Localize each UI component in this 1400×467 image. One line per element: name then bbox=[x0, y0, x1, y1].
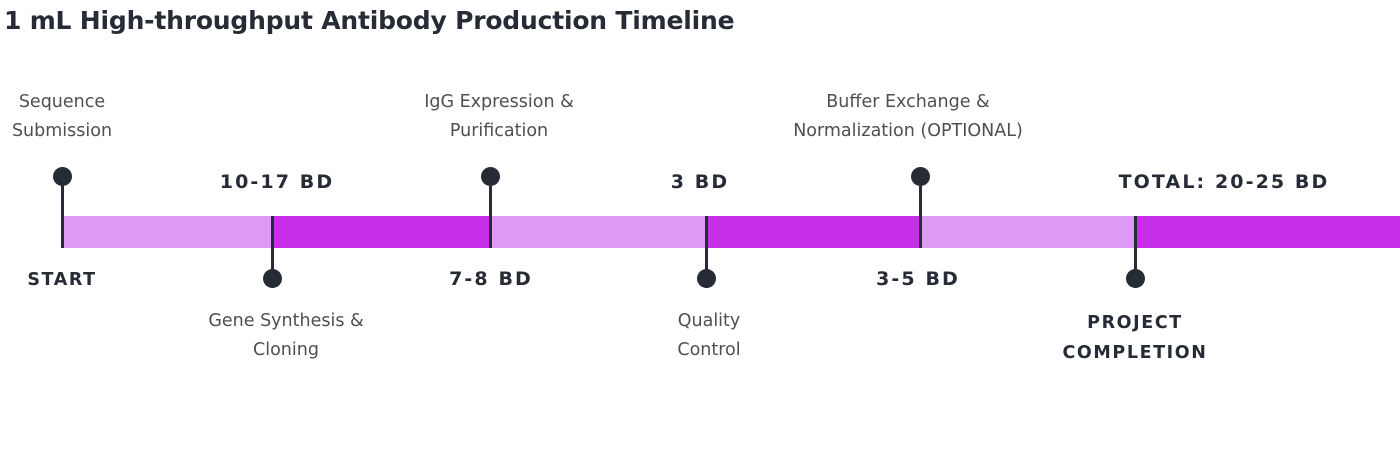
milestone-label-igg-expression: IgG Expression & Purification bbox=[424, 88, 574, 146]
milestone-label-buffer-exchange: Buffer Exchange & Normalization (OPTIONA… bbox=[793, 88, 1023, 146]
milestone-label-line1: PROJECT bbox=[1087, 313, 1183, 333]
milestone-label-line2: Control bbox=[677, 340, 741, 360]
milestone-dot-gene-synthesis[interactable] bbox=[263, 269, 282, 288]
milestone-label-line1: Gene Synthesis & bbox=[208, 311, 364, 331]
milestone-stem-buffer-exchange bbox=[919, 176, 922, 248]
milestone-dot-quality-control[interactable] bbox=[697, 269, 716, 288]
milestone-label-sequence-submission: Sequence Submission bbox=[12, 88, 112, 146]
milestone-label-line2: Cloning bbox=[253, 340, 319, 360]
milestone-stem-igg-expression bbox=[489, 176, 492, 248]
milestone-label-line2: COMPLETION bbox=[1062, 343, 1208, 363]
bar-segment-4 bbox=[706, 216, 920, 248]
milestone-label-line2: Submission bbox=[11, 121, 113, 141]
milestone-label-line1: Sequence bbox=[18, 92, 106, 112]
page-title: 1 mL High-throughput Antibody Production… bbox=[4, 6, 735, 35]
milestone-label-start: START bbox=[27, 265, 96, 295]
milestone-stem-project-completion bbox=[1134, 216, 1137, 288]
bar-segment-1 bbox=[62, 216, 272, 248]
milestone-label-line2: Normalization (OPTIONAL) bbox=[793, 121, 1023, 141]
milestone-label-project-completion: PROJECT COMPLETION bbox=[1062, 308, 1207, 368]
timeline-bar bbox=[62, 216, 1400, 248]
bar-segment-2 bbox=[272, 216, 490, 248]
duration-label-1: 10-17 BD bbox=[219, 171, 335, 193]
milestone-dot-project-completion[interactable] bbox=[1126, 269, 1145, 288]
duration-label-3: 3 BD bbox=[670, 171, 730, 193]
bar-segment-5 bbox=[920, 216, 1135, 248]
duration-label-total: TOTAL: 20-25 BD bbox=[1118, 171, 1330, 193]
milestone-label-line1: Quality bbox=[677, 311, 741, 331]
milestone-stem-quality-control bbox=[705, 216, 708, 288]
milestone-label-gene-synthesis: Gene Synthesis & Cloning bbox=[208, 307, 363, 365]
milestone-label-line2: Purification bbox=[449, 121, 549, 141]
bar-segment-6 bbox=[1135, 216, 1400, 248]
milestone-label-line1: Buffer Exchange & bbox=[826, 92, 990, 112]
duration-label-4: 3-5 BD bbox=[876, 268, 960, 290]
start-label-text: START bbox=[27, 270, 97, 290]
duration-label-2: 7-8 BD bbox=[449, 268, 533, 290]
milestone-label-quality-control: Quality Control bbox=[677, 307, 740, 365]
milestone-stem-gene-synthesis bbox=[271, 216, 274, 288]
milestone-stem-sequence-submission bbox=[61, 176, 64, 248]
milestone-label-line1: IgG Expression & bbox=[424, 92, 574, 112]
bar-segment-3 bbox=[490, 216, 706, 248]
